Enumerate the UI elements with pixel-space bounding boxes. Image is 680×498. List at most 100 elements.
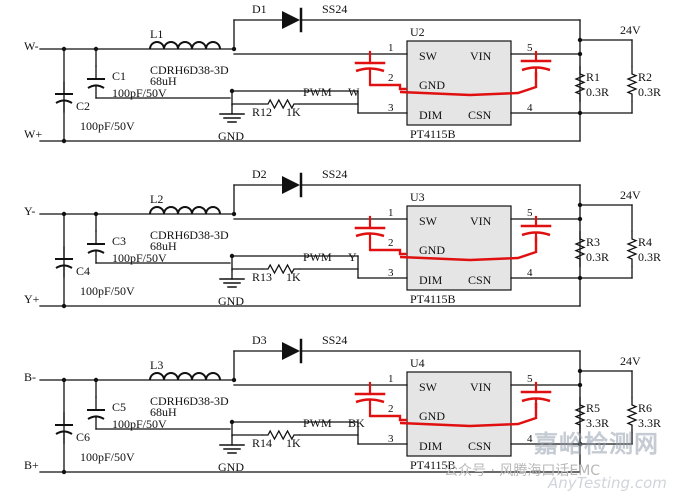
sense-a-value: 0.3R [586,250,609,264]
sense-a-value: 0.3R [586,85,609,99]
junction-dot [577,202,583,208]
watermark-account: 公众号 · 风腾海口话EMC [444,463,601,479]
dim-resistor-value: 1K [286,105,301,119]
junction-dot [61,377,67,383]
dim-resistor-ref: R14 [252,436,272,450]
ic-pinnum-2: 2 [388,72,394,84]
cap-bottom-ref: C4 [76,264,90,278]
ic-pin-gnd: GND [419,243,445,257]
ic-pinnum-4: 4 [527,102,533,114]
junction-dot [577,216,583,222]
ic-ref: U2 [410,25,425,39]
inductor-coil [149,206,221,215]
gnd-red-trace-left [370,83,407,91]
sense-a-ref: R5 [586,401,600,415]
ic-pinnum-3: 3 [388,102,394,114]
ic-pin-dim: DIM [419,108,443,122]
terminal-neg-label: W- [24,39,39,53]
ic-pinnum-4: 4 [527,267,533,279]
inductor-part: CDRH6D38-3D [150,63,229,77]
ic-ref: U4 [410,356,425,370]
diode-part: SS24 [322,2,347,16]
channel-y: Y-Y+C3100pF/50VC4100pF/50VL2CDRH6D38-3D6… [24,167,661,309]
inductor-coil [149,41,221,50]
ic-part: PT4115B [410,458,456,472]
ic-part: PT4115B [410,292,456,306]
pwm-label: PWM [303,250,332,264]
sense-resistor-a [574,397,586,433]
sense-b-ref: R2 [638,70,652,84]
pwm-channel-label: W [348,85,360,99]
channel-b: B-B+C5100pF/50VC6100pF/50VL3CDRH6D38-3D6… [24,333,661,475]
junction-dot [577,368,583,374]
junction-dot [61,469,67,475]
cap-top-plate-curved [87,84,105,89]
sense-resistor-b [626,66,638,102]
ic-pin-vin: VIN [470,214,492,228]
cap-top-ref: C5 [112,400,126,414]
ic-pinnum-1: 1 [388,207,394,219]
junction-dot [61,211,67,217]
cap-top-value: 100pF/50V [112,251,167,265]
junction-dot [229,419,235,425]
terminal-neg-label: Y- [24,204,35,218]
inductor-part: CDRH6D38-3D [150,394,229,408]
cap-bottom-value: 100pF/50V [80,119,135,133]
junction-dot [93,46,99,52]
diode-body [282,11,300,29]
dim-resistor [262,263,300,275]
dim-resistor-ref: R12 [252,105,272,119]
dim-resistor-value: 1K [286,436,301,450]
dim-resistor-value: 1K [286,270,301,284]
dim-resistor-ref: R13 [252,270,272,284]
diode-part: SS24 [322,333,347,347]
junction-dot [61,46,67,52]
sense-a-value: 3.3R [586,416,609,430]
diode-ref: D1 [252,2,267,16]
diode-ref: D2 [252,167,267,181]
watermark-site: AnyTesting.com [548,474,667,492]
gnd-label: GND [218,460,244,474]
inductor-coil [149,372,221,381]
ic-pin-dim: DIM [419,273,443,287]
ic-pin-dim: DIM [419,439,443,453]
sense-a-ref: R3 [586,235,600,249]
cap-bottom-ref: C2 [76,99,90,113]
cap-top-plate-curved [87,249,105,254]
cap-bottom-plate-curved [55,99,73,104]
junction-dot [577,51,583,57]
cap-top-value: 100pF/50V [112,417,167,431]
pwm-label: PWM [303,416,332,430]
ic-pin-vin: VIN [470,380,492,394]
sense-b-value: 3.3R [638,416,661,430]
pwm-label: PWM [303,85,332,99]
sense-resistor-a [574,66,586,102]
watermark-brand: 嘉峪检测网 [534,430,659,458]
gnd-label: GND [218,294,244,308]
cap-top-value: 100pF/50V [112,86,167,100]
sense-b-value: 0.3R [638,250,661,264]
inductor-value: 68uH [150,239,177,253]
supply-label: 24V [620,23,641,37]
diode-ref: D3 [252,333,267,347]
junction-dot [61,138,67,144]
ic-pin-sw: SW [419,49,438,63]
diode-part: SS24 [322,167,347,181]
ic-pinnum-5: 5 [527,373,533,385]
ic-pinnum-1: 1 [388,373,394,385]
ic-pinnum-5: 5 [527,207,533,219]
gnd-red-trace-left [370,414,407,422]
junction-dot [231,377,237,383]
gnd-red-trace-loop [399,403,538,428]
ic-pinnum-4: 4 [527,433,533,445]
ic-body [406,40,512,126]
supply-label: 24V [620,188,641,202]
ic-pin-vin: VIN [470,49,492,63]
dim-resistor [262,429,300,441]
terminal-neg-label: B- [24,370,36,384]
diode-body [282,176,300,194]
ic-pinnum-5: 5 [527,42,533,54]
inductor-ref: L3 [150,358,163,372]
sense-b-ref: R4 [638,235,652,249]
sense-resistor-b [626,397,638,433]
